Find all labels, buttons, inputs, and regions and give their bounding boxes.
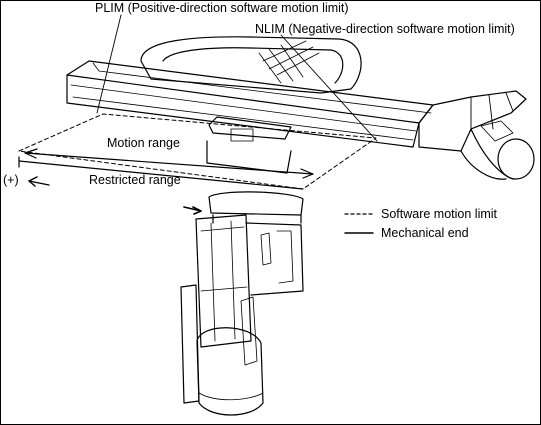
spindle-head-top [208, 191, 304, 216]
spindle-base [196, 327, 264, 416]
vertical-axis-body [195, 214, 252, 348]
plim-label: PLIM (Positive-direction software motion… [95, 1, 349, 15]
positive-direction-arrow [28, 180, 50, 186]
plim-leader [96, 14, 122, 114]
nlim-label: NLIM (Negative-direction software motion… [255, 22, 515, 36]
carriage [208, 116, 292, 140]
nlim-leader [280, 34, 378, 142]
positive-direction-label: (+) [3, 173, 19, 187]
motion-range-arrow [24, 152, 314, 175]
motion-range-label: Motion range [107, 136, 180, 150]
restricted-range-label: Restricted range [89, 173, 181, 187]
side-motor [245, 222, 304, 296]
software-limit-box [18, 113, 377, 190]
legend-software-limit: Software motion limit [381, 207, 498, 221]
base-plate [140, 36, 362, 94]
axis-motor [418, 90, 527, 152]
grid-pattern [258, 40, 320, 84]
legend-mechanical-end: Mechanical end [381, 226, 469, 240]
restricted-range-line [18, 160, 304, 190]
